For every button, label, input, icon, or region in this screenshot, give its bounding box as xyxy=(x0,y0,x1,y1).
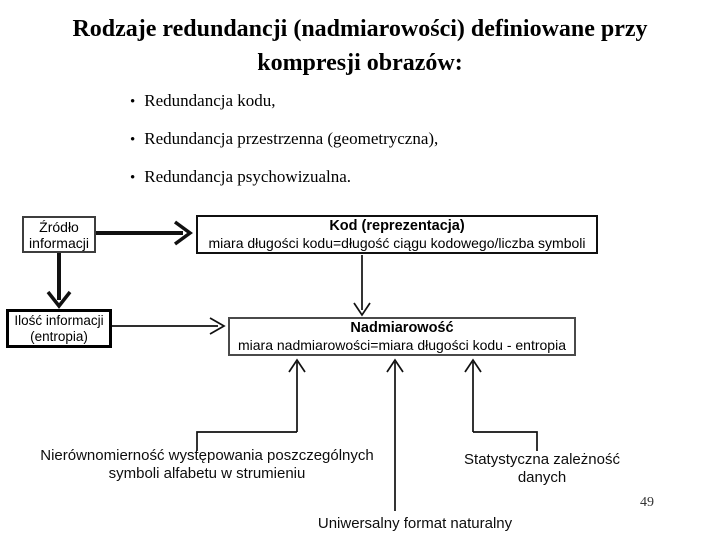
bullet-icon: • xyxy=(130,94,136,110)
list-item: • Redundancja psychowizualna. xyxy=(130,166,438,189)
label-universal-format: Uniwersalny format naturalny xyxy=(317,515,513,532)
arrowhead-right-icon xyxy=(173,220,193,246)
arrowhead-down-icon xyxy=(46,290,72,309)
node-formula: miara długości kodu=długość ciągu kodowe… xyxy=(208,234,586,251)
arrowhead-up-icon xyxy=(386,358,404,373)
bullet-text: Redundancja przestrzenna (geometryczna), xyxy=(144,129,439,148)
arrowhead-up-icon xyxy=(288,358,306,373)
arrowhead-down-icon xyxy=(353,302,371,317)
elbow-connector-right xyxy=(473,431,538,451)
node-text: Ilość informacji xyxy=(14,312,104,328)
node-title: Nadmiarowość xyxy=(350,319,454,336)
bullet-text: Redundancja psychowizualna. xyxy=(144,167,352,186)
node-text: informacji xyxy=(29,234,89,251)
list-item: • Redundancja kodu, xyxy=(130,90,438,113)
page-number: 49 xyxy=(640,495,654,510)
slide-title-line2: kompresji obrazów: xyxy=(257,50,463,76)
list-item: • Redundancja przestrzenna (geometryczna… xyxy=(130,128,438,151)
node-text: Źródło xyxy=(39,218,79,235)
arrowhead-right-icon xyxy=(209,317,226,335)
node-text: (entropia) xyxy=(30,328,88,344)
arrowhead-up-icon xyxy=(464,358,482,373)
label-uneven-symbols: Nierównomierność występowania poszczegól… xyxy=(40,447,374,482)
bullet-text: Redundancja kodu, xyxy=(144,91,276,110)
slide-title: Rodzaje redundancji (nadmiarowości) defi… xyxy=(0,12,720,80)
node-formula: miara nadmiarowości=miara długości kodu … xyxy=(238,336,566,353)
node-source-of-information: Źródło informacji xyxy=(22,216,96,253)
node-title: Kod (reprezentacja) xyxy=(329,217,465,234)
node-redundancy: Nadmiarowość miara nadmiarowości=miara d… xyxy=(228,317,576,356)
slide-title-line1: Rodzaje redundancji (nadmiarowości) defi… xyxy=(72,16,648,42)
bullet-icon: • xyxy=(130,132,136,148)
label-statistical-dependency: Statystyczna zależność danych xyxy=(464,451,620,486)
node-code-representation: Kod (reprezentacja) miara długości kodu=… xyxy=(196,215,598,254)
node-amount-of-information: Ilość informacji (entropia) xyxy=(6,309,112,348)
bullet-list: • Redundancja kodu, • Redundancja przest… xyxy=(130,90,438,204)
bullet-icon: • xyxy=(130,170,136,186)
